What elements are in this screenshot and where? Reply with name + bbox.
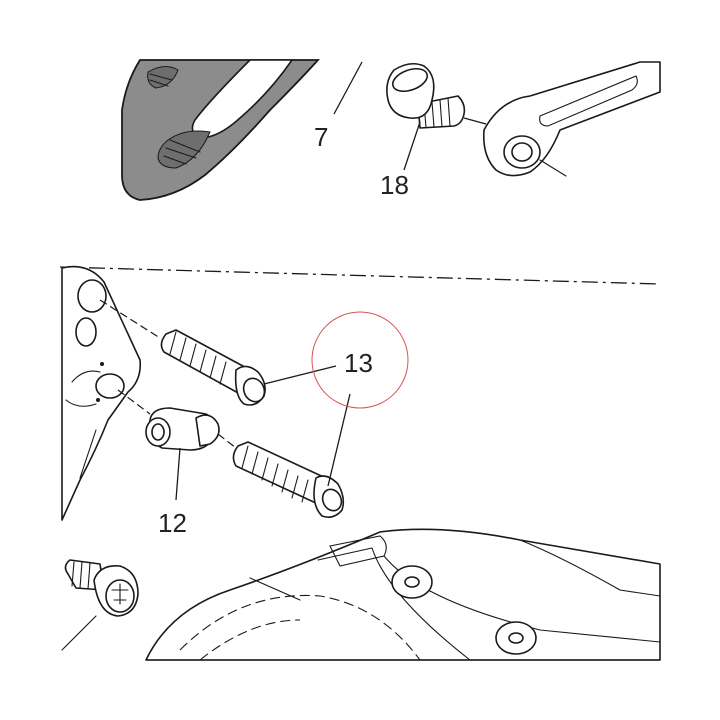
screw-bottom-left	[61, 559, 139, 651]
highlight-circle	[311, 311, 409, 409]
lever-arm	[482, 61, 661, 177]
leader-line-7	[333, 61, 363, 115]
callout-18: 18	[380, 170, 409, 200]
bolt-13-upper	[160, 329, 266, 406]
hidden-outline	[179, 594, 421, 661]
left-mounting-bracket	[61, 265, 142, 521]
leader-line-13-upper	[263, 365, 337, 385]
screw-18	[386, 62, 487, 129]
frame-casting	[145, 528, 661, 661]
bolt-13-lower	[232, 441, 345, 518]
footpeg-bracket-plate	[121, 59, 321, 201]
leader-line-12	[175, 447, 181, 501]
spacer-12	[145, 407, 220, 451]
callout-13: 13	[344, 348, 373, 378]
callout-12: 12	[158, 508, 187, 538]
callout-7: 7	[314, 122, 328, 152]
axis-centerline	[59, 266, 661, 285]
leader-line-18	[403, 121, 421, 171]
hidden-line-spacer	[217, 433, 237, 449]
hidden-line-lower	[117, 389, 151, 415]
leader-line-13-lower	[327, 393, 351, 487]
